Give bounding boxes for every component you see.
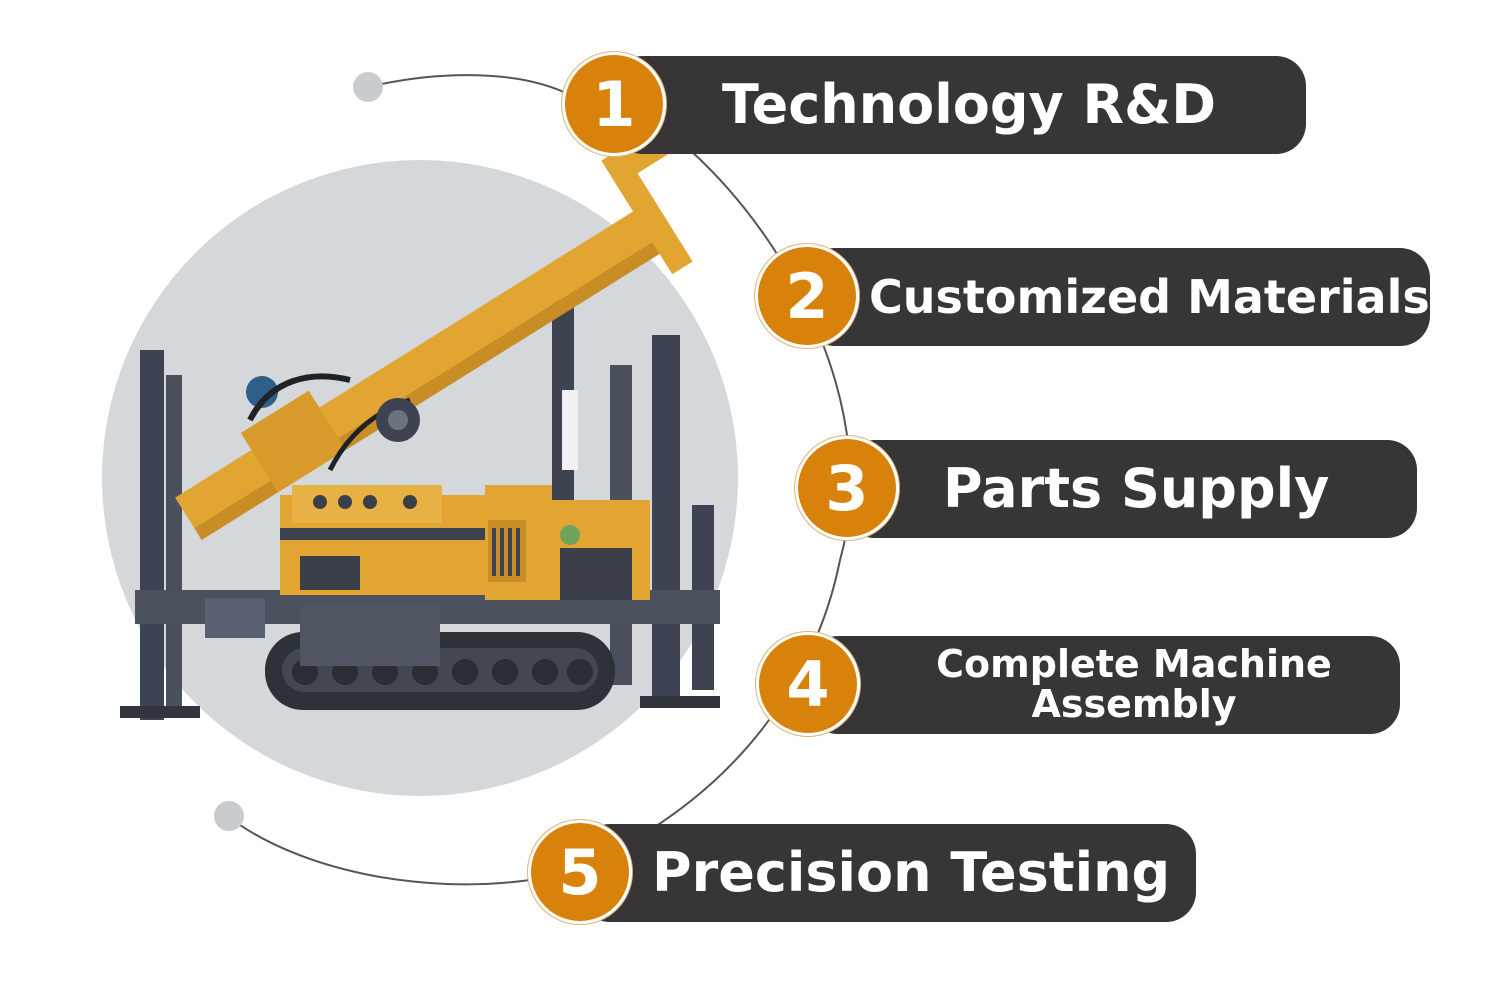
step-2-pill: Customized Materials xyxy=(805,248,1430,346)
step-4-badge: 4 xyxy=(756,632,860,736)
connector-arc-top xyxy=(367,74,571,96)
step-1-pill: Technology R&D xyxy=(612,56,1306,154)
step-3-pill: Parts Supply xyxy=(845,440,1417,538)
connector-arc-bottom xyxy=(229,817,531,886)
step-3-badge: 3 xyxy=(795,436,899,540)
decorative-dot-top xyxy=(353,72,383,102)
step-4-label: Complete Machine Assembly xyxy=(936,642,1332,726)
step-5-badge: 5 xyxy=(528,820,632,924)
step-5-label: Precision Testing xyxy=(652,841,1171,904)
step-4-pill: Complete Machine Assembly xyxy=(808,636,1400,734)
drilling-rig-illustration xyxy=(120,123,720,720)
step-1-label: Technology R&D xyxy=(722,73,1217,136)
step-3-label: Parts Supply xyxy=(943,457,1330,520)
step-2-badge: 2 xyxy=(755,244,859,348)
step-1-badge: 1 xyxy=(562,52,666,156)
step-2-label: Customized Materials xyxy=(869,270,1430,324)
decorative-dot-bottom xyxy=(214,801,244,831)
step-5-pill: Precision Testing xyxy=(580,824,1196,922)
